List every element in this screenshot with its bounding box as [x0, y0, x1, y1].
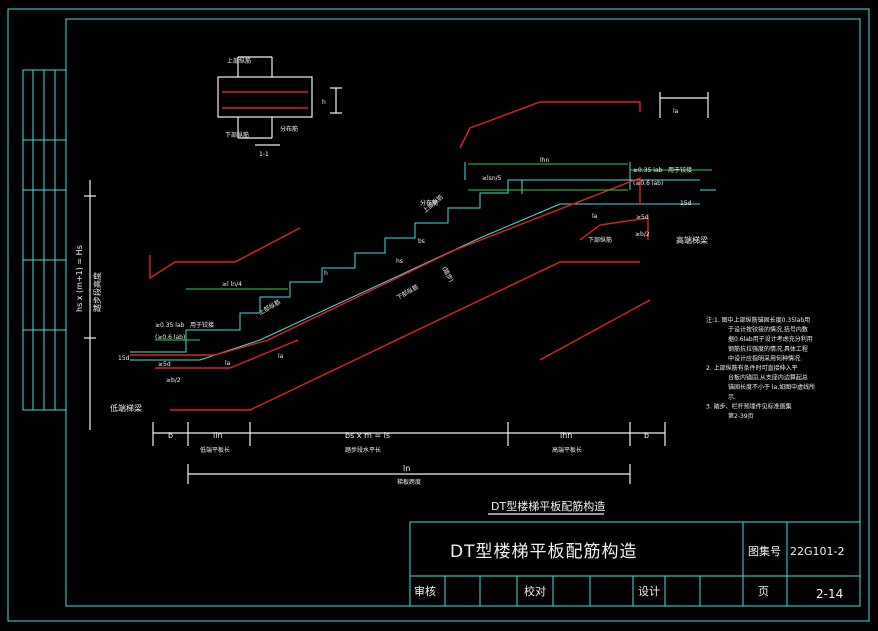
note-line: 钢筋抗拉强度的情况,具体工程 [728, 345, 808, 353]
atlas-label: 图集号 [748, 544, 781, 558]
dim-lln-desc: 低端平板长 [200, 446, 230, 454]
note-line: 2. 上部纵筋有条件时可直接伸入平 [706, 364, 798, 372]
hs-label: hs [396, 258, 403, 265]
lower-rebar-mid: 下部纵筋 [395, 283, 420, 302]
anchor-low-note: 用于铰接 [190, 321, 214, 329]
page-number: 2-14 [816, 587, 843, 601]
stair-outline [130, 162, 716, 361]
section-upper-label: 上部纵筋 [227, 57, 251, 65]
dim-lhn-desc: 高端平板长 [552, 446, 582, 454]
drawing-caption: DT型楼梯平板配筋构造 [491, 499, 605, 513]
note-line: 于设计按铰接的情况,括号内数 [728, 326, 808, 334]
la-top-hook [659, 92, 709, 118]
height-label-main: hs x (m+1) = Hs [75, 245, 84, 312]
dist-rebar-label: 分布筋 [420, 199, 438, 207]
ge5d-low: ≥5d [158, 361, 171, 368]
dim-ls-desc: 踏步段水平长 [345, 446, 381, 454]
section-1-1 [217, 56, 342, 146]
dim-bs-m: bs x m = ls [345, 431, 390, 440]
ge-b2-high: ≥b/2 [635, 231, 650, 238]
review-label: 审核 [414, 584, 436, 598]
section-lower-label: 下部纵筋 [225, 131, 249, 139]
title-block-title: DT型楼梯平板配筋构造 [450, 542, 637, 562]
lsn5-label: ≥lsn/5 [482, 175, 502, 182]
la-high: la [592, 213, 598, 220]
anchor-low-alt: (≥0.6 lab) [155, 334, 185, 341]
note-line: 第2-39页 [728, 412, 754, 420]
section-title: 1-1 [259, 151, 269, 158]
dim-b-right: b [644, 431, 649, 440]
notes-block: 注:1. 图中上部纵筋锚固长度0.35lab用于设计按铰接的情况,括号内数据0.… [706, 316, 815, 420]
binding-strip [22, 69, 67, 411]
anchor-high-note: 用于铰接 [668, 166, 692, 174]
d15-high: 15d [680, 200, 692, 207]
note-line: 示. [728, 394, 736, 401]
lhn-label: lhn [540, 157, 549, 164]
la-top-label: la [673, 108, 679, 115]
section-dist-label: 分布筋 [280, 125, 298, 133]
lower-rebar-high: 下部纵筋 [588, 236, 612, 244]
page-label: 页 [758, 585, 769, 598]
green-dims [155, 163, 712, 341]
note-line: 据0.6lab用于设计考虑充分利用 [728, 335, 813, 343]
upper-rebar-low: 上部纵筋 [257, 298, 282, 317]
height-dimension [84, 180, 96, 430]
note-line: 注:1. 图中上部纵筋锚固长度0.35lab用 [706, 316, 810, 324]
section-h-label: h [322, 99, 326, 106]
note-line: 锚固长度不小于 la,如图中虚线所 [728, 383, 815, 391]
low-beam-label: 低端梯梁 [110, 403, 142, 413]
dim-ln: ln [403, 464, 410, 473]
thickness-label: h [324, 270, 328, 277]
ge-b2-low: ≥b/2 [166, 377, 181, 384]
anchor-high: ≥0.35 lab [633, 167, 663, 174]
note-line: 中设计应指明采用何种情况. [728, 354, 802, 362]
dim-ln-desc: 梯板跨度 [397, 478, 421, 486]
la-mid: la [278, 353, 284, 360]
d15-low: 15d [118, 355, 130, 362]
note-line: 台板内锚固,从支座内边算起总 [728, 374, 808, 382]
lln4-label: ≥l ln/4 [222, 281, 242, 288]
atlas-number: 22G101-2 [790, 545, 844, 558]
title-block-frame [409, 521, 861, 607]
outer-border [7, 8, 870, 622]
design-label: 设计 [638, 585, 660, 598]
dim-b-left: b [168, 431, 173, 440]
anchor-low: ≥0.35 lab [155, 322, 185, 329]
height-label-sub: 踏步段高度 [92, 272, 102, 312]
slab-label: (踏步) [440, 265, 455, 283]
high-beam-label: 高端梯梁 [676, 235, 708, 245]
anchor-high-alt: (≥0.6 lab) [633, 180, 663, 187]
rebar-lines [130, 101, 651, 411]
check-label: 校对 [524, 584, 546, 598]
dim-lhn: lhn [560, 431, 572, 440]
bottom-dimensions [152, 422, 666, 484]
dim-lln: lln [213, 431, 223, 440]
ge5d-high: ≥5d [636, 214, 649, 221]
bs-label: bs [418, 238, 425, 245]
inner-border [65, 18, 861, 607]
note-line: 3. 踏步、栏杆预埋件见标准图集 [706, 402, 792, 410]
la-low: la [225, 360, 231, 367]
